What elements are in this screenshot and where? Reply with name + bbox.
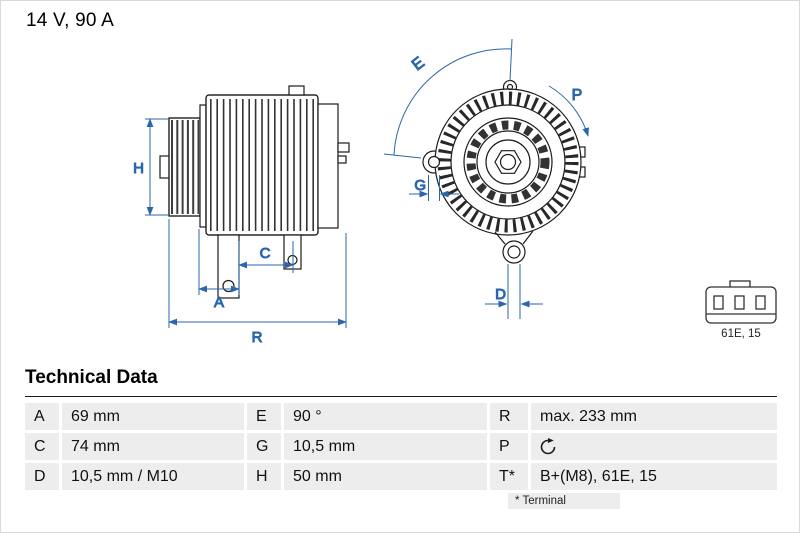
dim-label-r: R — [252, 329, 263, 346]
angle-arc-e — [393, 48, 513, 156]
dim-label-h: H — [133, 160, 144, 177]
technical-data-title: Technical Data — [25, 367, 777, 397]
connector-pin-3 — [755, 295, 766, 310]
spec-value-c: 74 mm — [62, 433, 244, 460]
dim-label-d: D — [495, 286, 506, 303]
connector-pin-2 — [734, 295, 745, 310]
spec-value-g: 10,5 mm — [284, 433, 487, 460]
table-row: A 69 mm E 90 ° R max. 233 mm — [25, 403, 777, 430]
front-view-dimensions: E P G D — [383, 38, 590, 319]
side-view-dimensions: H A C R — [133, 118, 347, 347]
spec-key-h: H — [247, 463, 281, 490]
dim-label-c: C — [260, 245, 271, 262]
spec-value-e: 90 ° — [284, 403, 487, 430]
front-bracket — [199, 104, 207, 228]
alternator-technical-drawing: H A C R — [133, 38, 777, 347]
fan-blade-ring — [466, 120, 550, 204]
spec-value-t: B+(M8), 61E, 15 — [531, 463, 777, 490]
table-row: D 10,5 mm / M10 H 50 mm T* B+(M8), 61E, … — [25, 463, 777, 490]
left-lug-hole — [427, 155, 441, 169]
bottom-lug-hole — [507, 245, 521, 259]
spec-key-d: D — [25, 463, 59, 490]
technical-data-section: Technical Data A 69 mm E 90 ° R max. 233… — [25, 367, 777, 509]
spec-value-r: max. 233 mm — [531, 403, 777, 430]
spec-key-p: P — [490, 433, 528, 460]
terminal-stud — [337, 142, 350, 153]
spec-key-e: E — [247, 403, 281, 430]
spec-value-h: 50 mm — [284, 463, 487, 490]
dim-label-p: P — [572, 87, 583, 104]
rear-housing — [317, 103, 339, 229]
connector-label: 61E, 15 — [721, 328, 761, 340]
dim-label-e: E — [409, 54, 428, 74]
dim-label-a: A — [214, 294, 224, 311]
terminal-small — [337, 155, 347, 164]
alternator-front-view — [422, 79, 586, 264]
alternator-side-view — [159, 85, 350, 299]
rotation-clockwise-icon — [540, 437, 556, 454]
product-rating: 14 V, 90 A — [26, 10, 114, 31]
spec-key-t: T* — [490, 463, 528, 490]
rotation-arc-p — [548, 85, 590, 137]
spec-value-d: 10,5 mm / M10 — [62, 463, 244, 490]
connector-pin-1 — [713, 295, 724, 310]
dim-label-g: G — [414, 177, 426, 194]
spec-key-a: A — [25, 403, 59, 430]
spec-key-r: R — [490, 403, 528, 430]
pulley — [168, 117, 201, 217]
spec-key-c: C — [25, 433, 59, 460]
connector-diagram — [705, 280, 777, 324]
top-tab — [288, 85, 305, 96]
table-row: C 74 mm G 10,5 mm P — [25, 433, 777, 460]
top-lug-hole — [506, 83, 514, 91]
spec-value-a: 69 mm — [62, 403, 244, 430]
terminal-footnote: * Terminal — [508, 493, 620, 509]
spec-value-p — [531, 433, 777, 460]
spec-key-g: G — [247, 433, 281, 460]
vent-slot-ring — [437, 91, 579, 233]
mounting-hole-left — [222, 279, 235, 293]
